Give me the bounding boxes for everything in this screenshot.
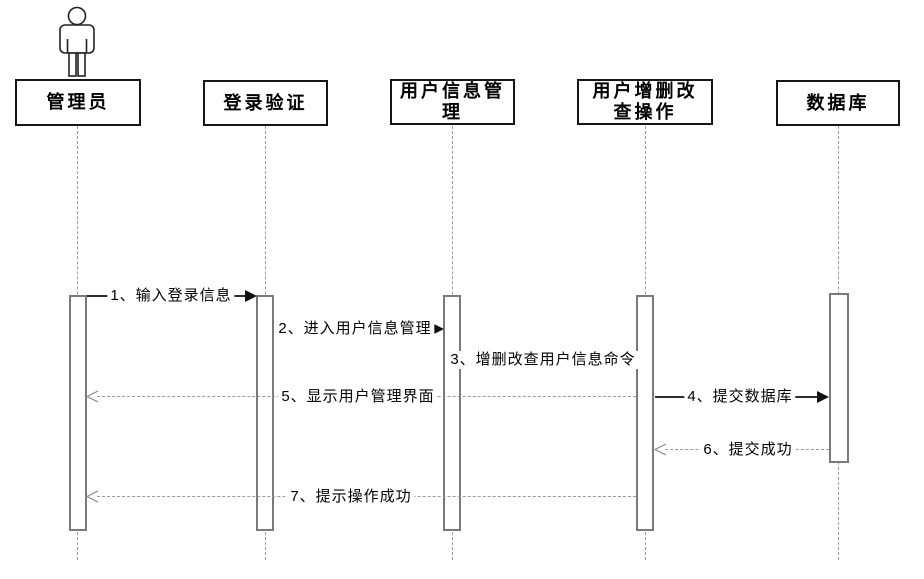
participant-box-userinfo: 用户信息管 理 [390, 79, 515, 125]
participant-label-line2: 理 [442, 102, 463, 122]
activation-crud [636, 295, 654, 531]
message-6-open-arrowhead-icon [654, 443, 667, 456]
participant-label-line1: 用户增删改 [592, 81, 698, 101]
activation-database [829, 293, 849, 463]
actor-person-icon [59, 6, 95, 77]
message-2-arrowhead-icon [432, 323, 444, 335]
activation-login [256, 295, 274, 531]
message-7-label: 7、提示操作成功 [287, 488, 415, 506]
participant-box-crud: 用户增删改 查操作 [577, 79, 713, 125]
participant-box-database: 数据库 [776, 80, 900, 126]
message-6-label: 6、提交成功 [700, 441, 796, 459]
message-4-label: 4、提交数据库 [684, 388, 796, 406]
participant-label-line1: 用户信息管 [400, 81, 505, 101]
participant-box-login: 登录验证 [203, 80, 328, 126]
message-5-label: 5、显示用户管理界面 [278, 388, 438, 406]
message-5-open-arrowhead-icon [86, 390, 99, 403]
participant-label-line2: 查操作 [613, 102, 677, 122]
participant-box-admin: 管理员 [15, 79, 141, 126]
activation-admin [69, 295, 87, 531]
participant-label: 登录验证 [223, 92, 308, 113]
message-1-arrowhead-icon [245, 290, 257, 302]
message-4-arrowhead-icon [817, 391, 829, 403]
message-3-label: 3、增删改查用户信息命令 [447, 351, 639, 369]
message-1-label: 1、输入登录信息 [107, 287, 235, 305]
participant-label: 数据库 [806, 92, 870, 113]
message-7-open-arrowhead-icon [86, 490, 99, 503]
message-2-label: 2、进入用户信息管理 [275, 320, 435, 338]
participant-label: 管理员 [46, 92, 110, 112]
